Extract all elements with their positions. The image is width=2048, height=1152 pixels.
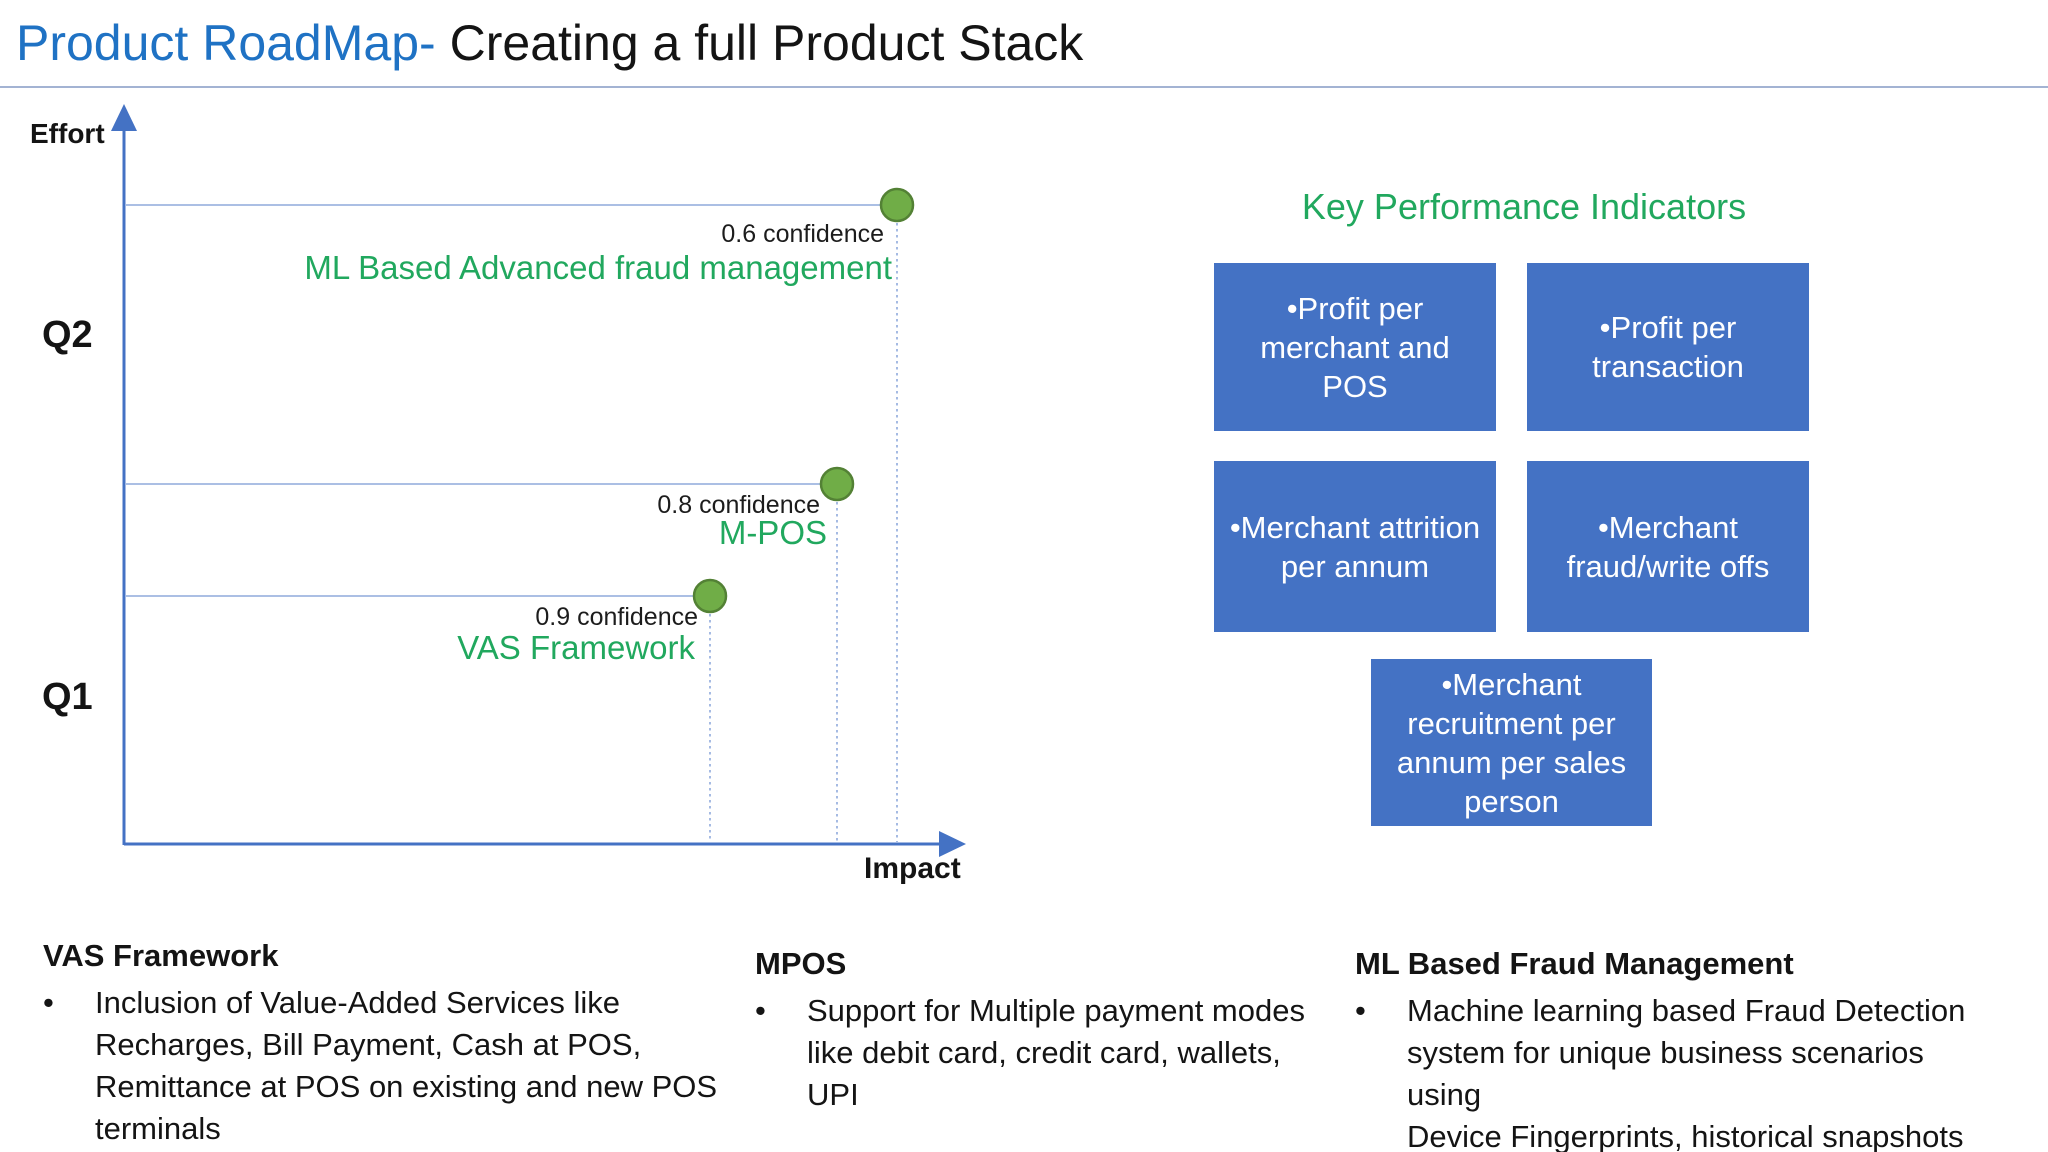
note-vas-framework: VAS Framework • Inclusion of Value-Added… <box>43 936 733 1150</box>
kpi-section-title: Key Performance Indicators <box>1301 186 1747 227</box>
kpi-box-merchant-attrition: •Merchant attrition per annum <box>1214 461 1496 632</box>
kpi-box-label: •Profit per transaction <box>1592 310 1744 384</box>
note-text: Support for Multiple payment modes like … <box>807 993 1305 1112</box>
x-axis-arrow-icon <box>939 831 966 857</box>
bullet-icon: • <box>1355 993 1366 1028</box>
point-name-ml-fraud: ML Based Advanced fraud management <box>304 249 892 286</box>
data-point-vas <box>692 578 728 614</box>
kpi-box-merchant-fraud: •Merchant fraud/write offs <box>1527 461 1809 632</box>
note-heading: MPOS <box>755 946 847 981</box>
kpi-box-label: •Merchant recruitment per annum per sale… <box>1396 666 1627 819</box>
kpi-box-label: •Profit per merchant and POS <box>1260 290 1450 404</box>
note-text: Machine learning based Fraud Detection s… <box>1407 993 1966 1152</box>
page-title-rest: Creating a full Product Stack <box>449 15 1084 71</box>
y-axis-arrow-icon <box>111 104 137 131</box>
page-title-highlight: Product RoadMap- <box>16 15 436 71</box>
note-ml-fraud-management: ML Based Fraud Management • Machine lear… <box>1355 944 1985 1152</box>
y-tick-q2: Q2 <box>42 314 93 356</box>
note-mpos: MPOS • Support for Multiple payment mode… <box>755 944 1345 1116</box>
kpi-box-merchant-recruitment: •Merchant recruitment per annum per sale… <box>1371 659 1652 826</box>
note-text: Inclusion of Value-Added Services like R… <box>95 985 718 1146</box>
kpi-box-profit-per-transaction: •Profit per transaction <box>1527 263 1809 431</box>
y-tick-q1: Q1 <box>42 676 93 718</box>
page-title: Product RoadMap-Creating a full Product … <box>16 12 1083 74</box>
point-name-mpos: M-POS <box>718 514 827 551</box>
confidence-label-ml-fraud: 0.6 confidence <box>721 220 884 248</box>
data-point-ml-fraud <box>879 187 915 223</box>
kpi-box-label: •Merchant attrition per annum <box>1229 509 1481 584</box>
x-axis-label: Impact <box>864 852 961 885</box>
point-name-vas: VAS Framework <box>457 629 695 666</box>
confidence-label-vas: 0.9 confidence <box>535 603 698 631</box>
y-axis-label: Effort <box>30 118 105 149</box>
kpi-box-label: •Merchant fraud/write offs <box>1566 509 1770 584</box>
data-point-mpos <box>819 466 855 502</box>
note-heading: ML Based Fraud Management <box>1355 946 1794 981</box>
bullet-icon: • <box>755 993 766 1028</box>
kpi-box-profit-per-merchant: •Profit per merchant and POS <box>1214 263 1496 431</box>
title-divider <box>0 86 2048 88</box>
confidence-label-mpos: 0.8 confidence <box>657 491 820 519</box>
bullet-icon: • <box>43 985 54 1020</box>
note-heading: VAS Framework <box>43 938 279 973</box>
